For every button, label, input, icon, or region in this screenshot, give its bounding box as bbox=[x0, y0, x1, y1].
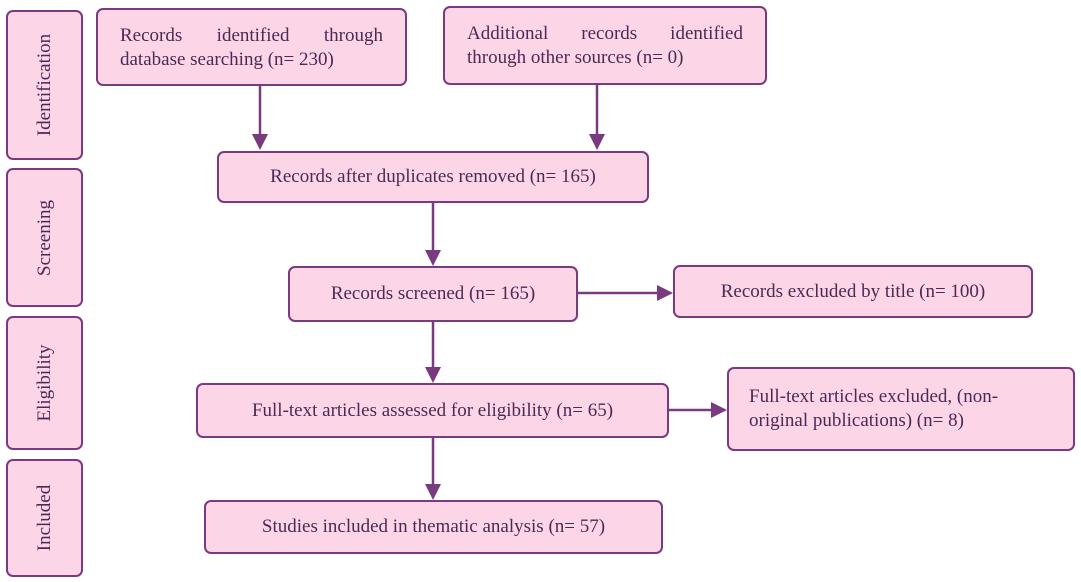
stage-eligibility: Eligibility bbox=[6, 316, 83, 450]
box-excluded-title: Records excluded by title (n= 100) bbox=[673, 265, 1033, 318]
stage-included: Included bbox=[6, 459, 83, 577]
box-after-duplicates: Records after duplicates removed (n= 165… bbox=[217, 151, 649, 203]
box-screened: Records screened (n= 165) bbox=[288, 266, 578, 322]
box-included-studies: Studies included in thematic analysis (n… bbox=[204, 500, 663, 554]
stage-identification: Identification bbox=[6, 10, 83, 160]
arrowhead-fulltext-to-included bbox=[425, 484, 441, 500]
box-fulltext-excluded: Full-text articles excluded, (non- origi… bbox=[727, 367, 1075, 451]
arrowhead-database-to-duplicates bbox=[252, 134, 268, 150]
box-database-search: Records identified through database sear… bbox=[96, 8, 407, 86]
box-after-duplicates-text: Records after duplicates removed (n= 165… bbox=[270, 166, 596, 187]
box-fulltext-excluded-line1: Full-text articles excluded, (non- bbox=[749, 386, 999, 407]
box-database-search-text: Records identified through database sear… bbox=[120, 25, 383, 70]
box-fulltext-excluded-line2: original publications) (n= 8) bbox=[749, 410, 964, 431]
box-excluded-title-text: Records excluded by title (n= 100) bbox=[720, 280, 986, 302]
arrowhead-duplicates-to-screened bbox=[425, 250, 441, 266]
box-other-sources-text: Additional records identified through ot… bbox=[467, 23, 743, 68]
box-other-sources: Additional records identified through ot… bbox=[443, 6, 767, 85]
arrowhead-fulltext-to-excluded bbox=[711, 402, 727, 418]
arrowhead-screened-to-excluded bbox=[657, 285, 673, 301]
box-included-studies-text: Studies included in thematic analysis (n… bbox=[261, 516, 606, 537]
box-fulltext-assessed-text: Full-text articles assessed for eligibil… bbox=[251, 399, 614, 421]
box-fulltext-assessed: Full-text articles assessed for eligibil… bbox=[196, 383, 669, 438]
arrowhead-screened-to-fulltext bbox=[425, 367, 441, 383]
stage-screening: Screening bbox=[6, 168, 83, 307]
box-screened-text: Records screened (n= 165) bbox=[330, 283, 536, 304]
arrowhead-other-to-duplicates bbox=[589, 134, 605, 150]
